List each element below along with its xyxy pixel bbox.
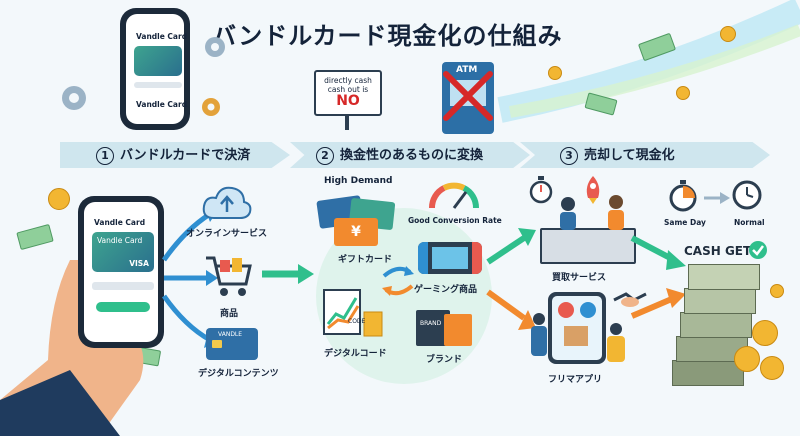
shopping-cart-icon xyxy=(206,256,252,296)
step1-item-label: デジタルコンテンツ xyxy=(198,369,279,379)
step1-phone: Vandle Card Vandle Card VISA xyxy=(78,196,164,348)
coin-icon xyxy=(734,346,760,372)
step-title: 売却して現金化 xyxy=(584,148,675,163)
coin-icon xyxy=(720,26,736,42)
step1-card-brand: VISA xyxy=(129,259,149,268)
step2-item-label: ギフトカード xyxy=(338,255,393,265)
arrow-icon xyxy=(486,228,536,330)
brand-bag-label: BRAND xyxy=(420,320,442,327)
no-cash-out-sign: directly cash cash out is NO xyxy=(314,70,382,116)
flea-label: フリマアプリ xyxy=(548,375,603,385)
card-icon: VANDLE xyxy=(206,328,258,360)
rocket-icon xyxy=(586,176,600,204)
step1-item-label: オンラインサービス xyxy=(186,229,268,239)
high-demand-label: High Demand xyxy=(324,176,393,186)
normal-label: Normal xyxy=(734,218,765,227)
cross-icon xyxy=(443,71,493,121)
step-label-3: 3 売却して現金化 xyxy=(560,144,675,165)
digital-code-icon xyxy=(323,289,383,337)
step-number: 2 xyxy=(316,147,334,165)
atm-label: ATM xyxy=(456,65,478,75)
page-title: バンドルカード現金化の仕組み xyxy=(212,22,563,50)
arrow-icon xyxy=(630,235,686,319)
coin-icon xyxy=(770,284,784,298)
buyback-label: 買取サービス xyxy=(552,273,607,283)
coin-icon xyxy=(548,66,562,80)
pay-button[interactable] xyxy=(96,302,150,312)
money-swoosh xyxy=(497,0,800,123)
header-phone-card xyxy=(134,46,182,76)
same-day-label: Same Day xyxy=(664,218,706,227)
stopwatch-icon xyxy=(529,176,553,204)
gauge-icon xyxy=(429,182,479,209)
step2-item-label: ブランド xyxy=(426,355,463,365)
swap-arrows-icon xyxy=(382,266,414,296)
step2-item-label: ゲーミング商品 xyxy=(414,285,478,295)
step-label-1: 1 バンドルカードで決済 xyxy=(96,144,250,165)
step1-card-label: Vandle Card xyxy=(97,236,143,245)
step2-item-label: デジタルコード xyxy=(324,349,387,359)
step1-card: Vandle Card VISA xyxy=(92,232,154,272)
cloud-upload-icon xyxy=(202,186,252,219)
check-icon xyxy=(749,241,767,259)
step-label-2: 2 換金性のあるものに変換 xyxy=(316,144,483,165)
sign-line1: directly cash xyxy=(324,76,372,85)
coin-icon xyxy=(676,86,690,100)
gift-card-icon: ¥ xyxy=(334,218,378,246)
step-number: 3 xyxy=(560,147,578,165)
shopping-bag-icon xyxy=(444,314,472,346)
cash-get-label: CASH GET! xyxy=(684,244,757,258)
header-phone-title: Vandle Card xyxy=(136,100,188,109)
step1-phone-title: Vandle Card xyxy=(94,218,146,227)
step1-item-label: 商品 xyxy=(220,309,239,319)
buyback-counter xyxy=(540,228,636,264)
gear-icon xyxy=(205,37,225,57)
step-number: 1 xyxy=(96,147,114,165)
clock-icon xyxy=(732,180,762,210)
header-phone-card-name: Vandle Card xyxy=(136,32,188,41)
person-icon xyxy=(607,323,625,362)
coin-icon xyxy=(760,356,784,380)
good-conversion-label: Good Conversion Rate xyxy=(408,216,502,225)
coin-icon xyxy=(48,188,70,210)
step-title: バンドルカードで決済 xyxy=(120,148,251,163)
gear-icon xyxy=(202,98,220,116)
person-icon xyxy=(531,313,547,356)
gear-icon xyxy=(62,86,86,110)
step-title: 換金性のあるものに変換 xyxy=(340,148,484,163)
flea-market-phone xyxy=(548,292,606,364)
sign-no: NO xyxy=(336,93,360,109)
stopwatch-icon xyxy=(669,180,697,212)
arrow-icon xyxy=(704,192,730,204)
sign-line2: cash out is xyxy=(327,85,369,94)
handshake-icon xyxy=(613,292,647,307)
arrow-icon xyxy=(262,264,314,284)
header-phone: Vandle Card Vandle Card xyxy=(120,8,190,130)
game-console-icon xyxy=(418,242,482,274)
code-card-label: CODE xyxy=(348,318,366,325)
small-card-label: VANDLE xyxy=(218,331,243,338)
customer-icon xyxy=(608,195,624,230)
clerk-icon xyxy=(560,197,576,230)
coin-icon xyxy=(752,320,778,346)
